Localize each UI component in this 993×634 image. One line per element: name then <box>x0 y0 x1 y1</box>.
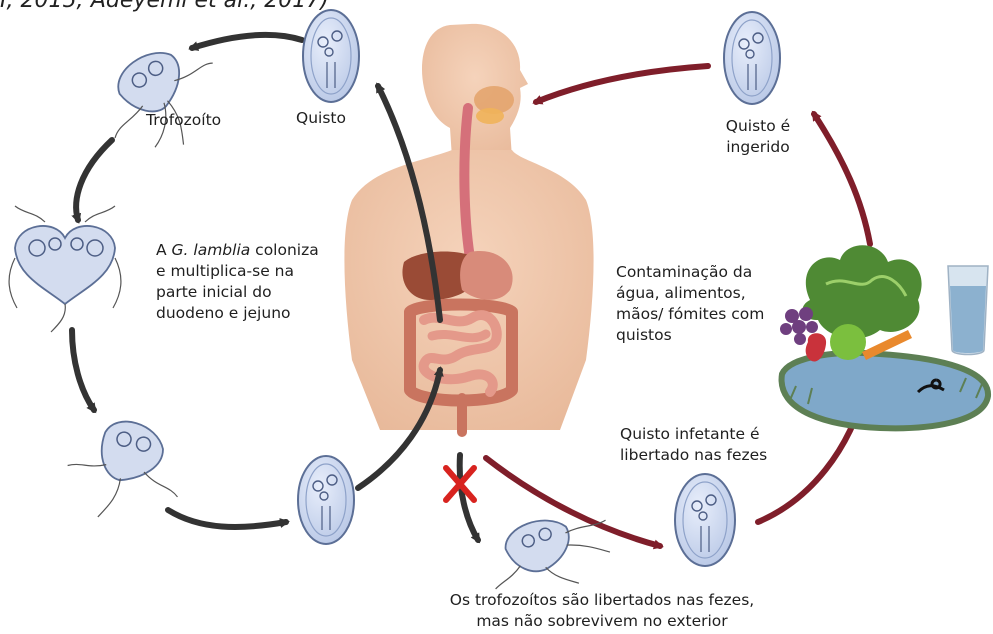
label-cyst-top: Quisto <box>296 108 346 129</box>
cyst-bottom <box>298 456 354 544</box>
arrow-trophozoite-down <box>76 140 112 220</box>
label-colonizes-prefix: A <box>156 241 172 259</box>
caption-fragment: I, 2015; Adeyemi et al., 2017) <box>0 0 329 13</box>
label-trophozoite: Trofozoíto <box>146 110 221 131</box>
label-species-name: G. lamblia <box>172 241 251 259</box>
label-trophozoites-released: Os trofozoítos são libertados nas fezes,… <box>402 590 802 632</box>
arrow-cyst-ingested <box>536 66 708 102</box>
label-cyst-ingested: Quisto é ingerido <box>718 116 798 158</box>
label-contamination-line2: água, alimentos, <box>616 284 746 302</box>
label-contamination: Contaminação da água, alimentos, mãos/ f… <box>616 262 764 346</box>
label-trophozoites-released-line2: mas não sobrevivem no exterior <box>476 612 727 630</box>
pond <box>782 353 989 428</box>
label-contamination-line3: mãos/ fómites com <box>616 305 764 323</box>
arrow-cyst-to-trophozoite <box>192 35 302 48</box>
trophozoite-dividing <box>9 206 121 332</box>
label-trophozoites-released-line1: Os trofozoítos são libertados nas fezes, <box>450 591 754 609</box>
label-cyst-ingested-line1: Quisto é <box>726 117 790 135</box>
label-colonizes-line4: duodeno e jejuno <box>156 304 291 322</box>
label-colonizes: A G. lamblia coloniza e multiplica-se na… <box>156 240 319 324</box>
trophozoite-top <box>87 28 241 173</box>
arrow-to-cyst-bottom <box>168 510 286 527</box>
label-colonizes-line3: parte inicial do <box>156 283 272 301</box>
label-infective-line2: libertado nas fezes <box>620 446 767 464</box>
label-contamination-line1: Contaminação da <box>616 263 752 281</box>
cyst-infective <box>675 474 735 566</box>
arrow-contamination-up <box>814 114 870 244</box>
label-infective-cyst: Quisto infetante é libertado nas fezes <box>620 424 767 466</box>
cyst-ingested <box>724 12 780 104</box>
label-infective-line1: Quisto infetante é <box>620 425 760 443</box>
label-cyst-ingested-line2: ingerido <box>726 138 790 156</box>
arrow-colonize-down <box>72 330 94 410</box>
label-colonizes-line2: e multiplica-se na <box>156 262 294 280</box>
cyst-top <box>303 10 359 102</box>
environment-scene <box>780 245 988 428</box>
trophozoite-lower-left <box>55 406 197 540</box>
label-colonizes-line1-suffix: coloniza <box>250 241 319 259</box>
human-torso <box>344 24 593 432</box>
label-contamination-line4: quistos <box>616 326 672 344</box>
